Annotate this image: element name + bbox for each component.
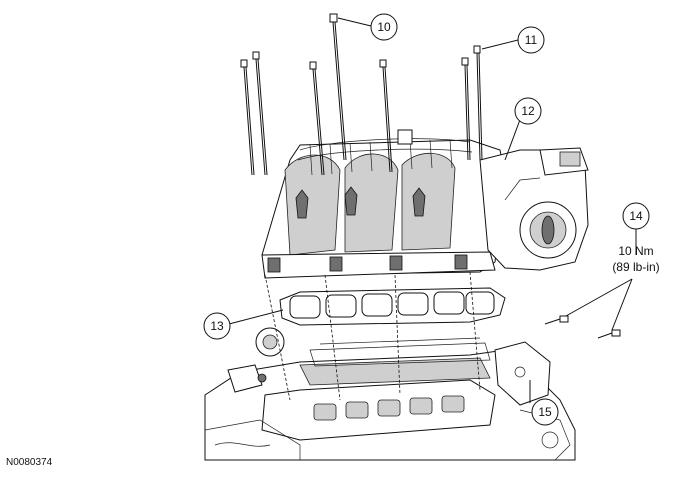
callout-15-label: 15 bbox=[538, 405, 552, 419]
callout-13: 13 bbox=[203, 312, 231, 340]
torque-imperial: (89 lb-in) bbox=[612, 260, 659, 274]
bolt-right-1 bbox=[461, 57, 471, 161]
callout-11: 11 bbox=[517, 26, 545, 54]
bolt-right-11 bbox=[473, 45, 483, 161]
cylinder-head-assembly bbox=[204, 327, 576, 461]
manifold-bolts bbox=[240, 13, 483, 176]
callout-10: 10 bbox=[370, 13, 398, 41]
throttle-body-bolts bbox=[544, 315, 621, 339]
callout-14-label: 14 bbox=[629, 209, 643, 223]
callout-12-label: 12 bbox=[521, 104, 535, 118]
bolt-left-2 bbox=[252, 51, 268, 176]
callout-12: 12 bbox=[514, 97, 542, 125]
callout-13-label: 13 bbox=[210, 319, 224, 333]
torque-metric: 10 Nm bbox=[618, 244, 653, 258]
callout-10-label: 10 bbox=[377, 20, 391, 34]
alignment-lines bbox=[264, 271, 481, 401]
figure-id: N0080374 bbox=[6, 457, 53, 468]
upper-intake-manifold bbox=[261, 129, 506, 279]
callout-15: 15 bbox=[531, 398, 559, 426]
throttle-body bbox=[479, 147, 589, 271]
intake-manifold-gasket bbox=[279, 287, 506, 326]
bolt-center-1 bbox=[309, 61, 325, 176]
bolt-left-1 bbox=[240, 59, 255, 176]
leader-lines bbox=[228, 17, 637, 403]
callout-14: 14 bbox=[622, 202, 650, 230]
callout-11-label: 11 bbox=[525, 33, 538, 47]
bolt-center-2 bbox=[379, 59, 393, 173]
bolt-long-10 bbox=[329, 13, 347, 161]
